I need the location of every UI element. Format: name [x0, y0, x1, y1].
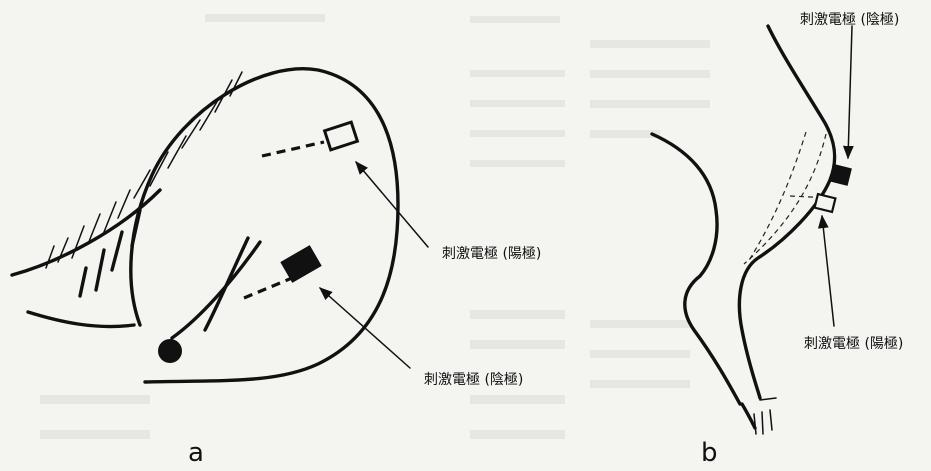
panel-label-b: b — [701, 438, 718, 468]
nerve-path-2 — [743, 133, 827, 265]
cathode-electrode-a — [280, 245, 322, 283]
back-contour — [10, 188, 162, 277]
figure-b-anode-label: 刺激電極 (陽極) — [804, 335, 903, 352]
inner-arm-curve-2 — [170, 240, 262, 340]
foot-outline — [740, 402, 757, 430]
figure-b-leg-sketch — [650, 24, 854, 435]
figure-a-cathode-label: 刺激電極 (陰極) — [424, 371, 523, 388]
anode-electrode-a — [322, 120, 360, 152]
cathode-electrode-b — [830, 164, 852, 186]
panel-label-a: a — [188, 438, 204, 468]
armpit-line — [26, 310, 136, 329]
toes — [753, 397, 777, 435]
background-text-texture — [40, 14, 710, 439]
anode-electrode-b — [813, 192, 837, 214]
cathode-lead — [243, 276, 293, 300]
shoulder-outline — [129, 67, 400, 384]
figure-a-anode-label: 刺激電極 (陽極) — [442, 245, 541, 262]
arrow-to-cathode-a — [318, 287, 411, 369]
nerve-path-1 — [747, 131, 807, 263]
leg-back-contour — [737, 24, 837, 400]
nerve-path-3 — [789, 195, 831, 199]
arrow-to-cathode-b — [842, 25, 854, 160]
marker-dot — [158, 339, 182, 363]
arrow-to-anode-b — [817, 214, 835, 327]
arrow-to-anode-a — [355, 160, 429, 248]
leg-front-contour — [650, 132, 742, 406]
figure-b-cathode-label: 刺激電極 (陰極) — [800, 11, 899, 28]
anode-lead — [261, 140, 325, 158]
hatching — [45, 71, 243, 298]
figure-a-shoulder-sketch — [10, 67, 429, 384]
